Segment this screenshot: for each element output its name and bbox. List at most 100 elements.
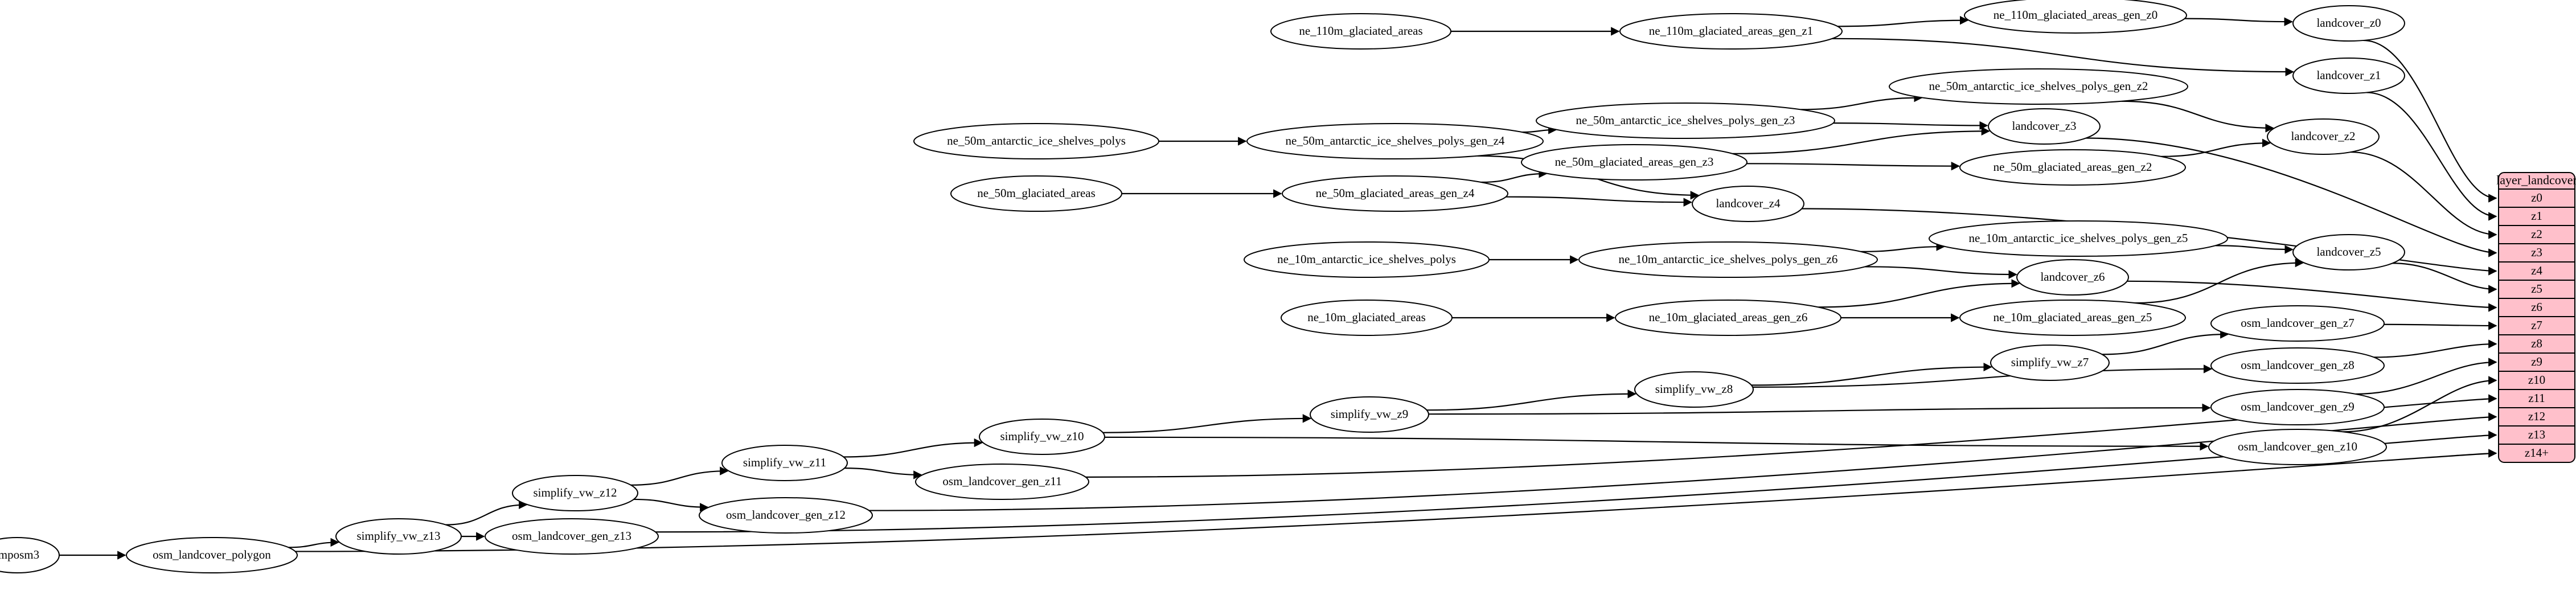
node-ellipse[interactable] — [126, 537, 298, 573]
node-ellipse[interactable] — [2208, 429, 2387, 465]
node-ellipse[interactable] — [1270, 13, 1451, 50]
node-ne_10m_glaciated_areas_gen_z5[interactable]: ne_10m_glaciated_areas_gen_z5 — [1959, 300, 2186, 336]
node-landcover_z3[interactable]: landcover_z3 — [1988, 108, 2101, 145]
node-ellipse[interactable] — [1521, 144, 1748, 181]
node-simplify_vw_z12[interactable]: simplify_vw_z12 — [512, 475, 638, 511]
node-ne_110m_glaciated_areas_gen_z0[interactable]: ne_110m_glaciated_areas_gen_z0 — [1964, 0, 2187, 34]
node-simplify_vw_z13[interactable]: simplify_vw_z13 — [335, 518, 462, 555]
node-osm_landcover_gen_z9[interactable]: osm_landcover_gen_z9 — [2210, 389, 2385, 425]
node-ellipse[interactable] — [950, 175, 1122, 212]
table-row-z3[interactable]: z3 — [2531, 245, 2542, 259]
node-ne_50m_antarctic_ice_shelves_polys_gen_z3[interactable]: ne_50m_antarctic_ice_shelves_polys_gen_z… — [1536, 102, 1835, 139]
node-ellipse[interactable] — [2292, 58, 2405, 94]
table-row-z8[interactable]: z8 — [2531, 337, 2542, 350]
node-ellipse[interactable] — [2210, 389, 2385, 425]
node-ellipse[interactable] — [2016, 259, 2129, 296]
node-ellipse[interactable] — [485, 518, 659, 555]
node-ellipse[interactable] — [2292, 234, 2405, 270]
table-row-z13[interactable]: z13 — [2528, 428, 2545, 441]
node-ellipse[interactable] — [915, 464, 1089, 500]
node-osm_landcover_gen_z10[interactable]: osm_landcover_gen_z10 — [2208, 429, 2387, 465]
node-ellipse[interactable] — [1282, 175, 1508, 212]
node-osm_landcover_polygon[interactable]: osm_landcover_polygon — [126, 537, 298, 573]
table-row-z10[interactable]: z10 — [2528, 373, 2545, 387]
node-osm_landcover_gen_z11[interactable]: osm_landcover_gen_z11 — [915, 464, 1089, 500]
table-row-z11[interactable]: z11 — [2528, 391, 2545, 405]
node-simplify_vw_z8[interactable]: simplify_vw_z8 — [1634, 371, 1754, 408]
node-ellipse[interactable] — [979, 419, 1105, 455]
node-ne_50m_glaciated_areas_gen_z4[interactable]: ne_50m_glaciated_areas_gen_z4 — [1282, 175, 1508, 212]
node-ellipse[interactable] — [1619, 13, 1843, 50]
node-ellipse[interactable] — [1578, 241, 1878, 278]
node-osm_landcover_gen_z8[interactable]: osm_landcover_gen_z8 — [2210, 347, 2385, 384]
node-imposm3[interactable]: imposm3 — [0, 537, 60, 573]
table-row-z1[interactable]: z1 — [2531, 209, 2542, 223]
node-ellipse[interactable] — [1692, 186, 1804, 222]
table-row-z6[interactable]: z6 — [2531, 300, 2542, 314]
node-osm_landcover_gen_z13[interactable]: osm_landcover_gen_z13 — [485, 518, 659, 555]
node-ellipse[interactable] — [1988, 108, 2101, 145]
node-landcover_z5[interactable]: landcover_z5 — [2292, 234, 2405, 270]
node-ne_50m_antarctic_ice_shelves_polys[interactable]: ne_50m_antarctic_ice_shelves_polys — [913, 123, 1159, 159]
node-ellipse[interactable] — [1959, 300, 2186, 336]
node-ellipse[interactable] — [1246, 123, 1544, 159]
edge-landcover_z0-to-layer_landcover-z0 — [2363, 39, 2497, 203]
table-row-z0[interactable]: z0 — [2531, 191, 2542, 204]
node-ellipse[interactable] — [1964, 0, 2187, 34]
node-ne_50m_antarctic_ice_shelves_polys_gen_z2[interactable]: ne_50m_antarctic_ice_shelves_polys_gen_z… — [1889, 68, 2188, 105]
node-ellipse[interactable] — [335, 518, 462, 555]
node-ellipse[interactable] — [1615, 300, 1841, 336]
node-ellipse[interactable] — [1634, 371, 1754, 408]
node-ne_50m_glaciated_areas[interactable]: ne_50m_glaciated_areas — [950, 175, 1122, 212]
node-ellipse[interactable] — [1959, 149, 2186, 186]
node-simplify_vw_z7[interactable]: simplify_vw_z7 — [1990, 345, 2110, 381]
node-ellipse[interactable] — [721, 445, 848, 481]
node-ne_50m_glaciated_areas_gen_z3[interactable]: ne_50m_glaciated_areas_gen_z3 — [1521, 144, 1748, 181]
node-landcover_z0[interactable]: landcover_z0 — [2292, 5, 2405, 42]
node-ne_10m_glaciated_areas[interactable]: ne_10m_glaciated_areas — [1281, 300, 1453, 336]
node-ellipse[interactable] — [1310, 396, 1429, 433]
table-row-z9[interactable]: z9 — [2531, 355, 2542, 368]
edge-simplify_vw_z9-to-simplify_vw_z8 — [1426, 389, 1636, 411]
node-ellipse[interactable] — [699, 497, 873, 534]
table-row-z5[interactable]: z5 — [2531, 282, 2542, 296]
node-landcover_z4[interactable]: landcover_z4 — [1692, 186, 1804, 222]
node-landcover_z2[interactable]: landcover_z2 — [2267, 118, 2380, 155]
node-ne_50m_antarctic_ice_shelves_polys_gen_z4[interactable]: ne_50m_antarctic_ice_shelves_polys_gen_z… — [1246, 123, 1544, 159]
table-row-z14+[interactable]: z14+ — [2525, 446, 2549, 460]
node-ellipse[interactable] — [913, 123, 1159, 159]
node-ellipse[interactable] — [512, 475, 638, 511]
node-ellipse[interactable] — [1281, 300, 1453, 336]
node-ellipse[interactable] — [0, 537, 60, 573]
edge-simplify_vw_z12-to-simplify_vw_z11 — [630, 466, 729, 486]
node-ellipse[interactable] — [2267, 118, 2380, 155]
table-row-z12[interactable]: z12 — [2528, 409, 2545, 423]
edge-ne_50m_glaciated_areas_gen_z4-to-ne_50m_glaciated_areas_gen_z3 — [1481, 169, 1548, 183]
layer-landcover-table: layer_landcoverz0z1z2z3z4z5z6z7z8z9z10z1… — [2496, 172, 2576, 463]
node-ellipse[interactable] — [2210, 305, 2385, 342]
node-ne_10m_antarctic_ice_shelves_polys[interactable]: ne_10m_antarctic_ice_shelves_polys — [1244, 241, 1490, 278]
node-osm_landcover_gen_z12[interactable]: osm_landcover_gen_z12 — [699, 497, 873, 534]
table-row-z2[interactable]: z2 — [2531, 227, 2542, 241]
node-ne_10m_glaciated_areas_gen_z6[interactable]: ne_10m_glaciated_areas_gen_z6 — [1615, 300, 1841, 336]
node-ne_10m_antarctic_ice_shelves_polys_gen_z5[interactable]: ne_10m_antarctic_ice_shelves_polys_gen_z… — [1929, 220, 2228, 257]
node-landcover_z1[interactable]: landcover_z1 — [2292, 58, 2405, 94]
node-ne_50m_glaciated_areas_gen_z2[interactable]: ne_50m_glaciated_areas_gen_z2 — [1959, 149, 2186, 186]
node-ne_10m_antarctic_ice_shelves_polys_gen_z6[interactable]: ne_10m_antarctic_ice_shelves_polys_gen_z… — [1578, 241, 1878, 278]
node-simplify_vw_z11[interactable]: simplify_vw_z11 — [721, 445, 848, 481]
node-ellipse[interactable] — [2210, 347, 2385, 384]
node-ellipse[interactable] — [1929, 220, 2228, 257]
node-ellipse[interactable] — [1536, 102, 1835, 139]
node-ne_110m_glaciated_areas_gen_z1[interactable]: ne_110m_glaciated_areas_gen_z1 — [1619, 13, 1843, 50]
table-row-z7[interactable]: z7 — [2531, 318, 2542, 332]
node-ne_110m_glaciated_areas[interactable]: ne_110m_glaciated_areas — [1270, 13, 1451, 50]
node-ellipse[interactable] — [1990, 345, 2110, 381]
node-ellipse[interactable] — [1244, 241, 1490, 278]
node-ellipse[interactable] — [1889, 68, 2188, 105]
node-ellipse[interactable] — [2292, 5, 2405, 42]
node-osm_landcover_gen_z7[interactable]: osm_landcover_gen_z7 — [2210, 305, 2385, 342]
node-simplify_vw_z9[interactable]: simplify_vw_z9 — [1310, 396, 1429, 433]
node-landcover_z6[interactable]: landcover_z6 — [2016, 259, 2129, 296]
table-row-z4[interactable]: z4 — [2531, 264, 2542, 277]
node-simplify_vw_z10[interactable]: simplify_vw_z10 — [979, 419, 1105, 455]
